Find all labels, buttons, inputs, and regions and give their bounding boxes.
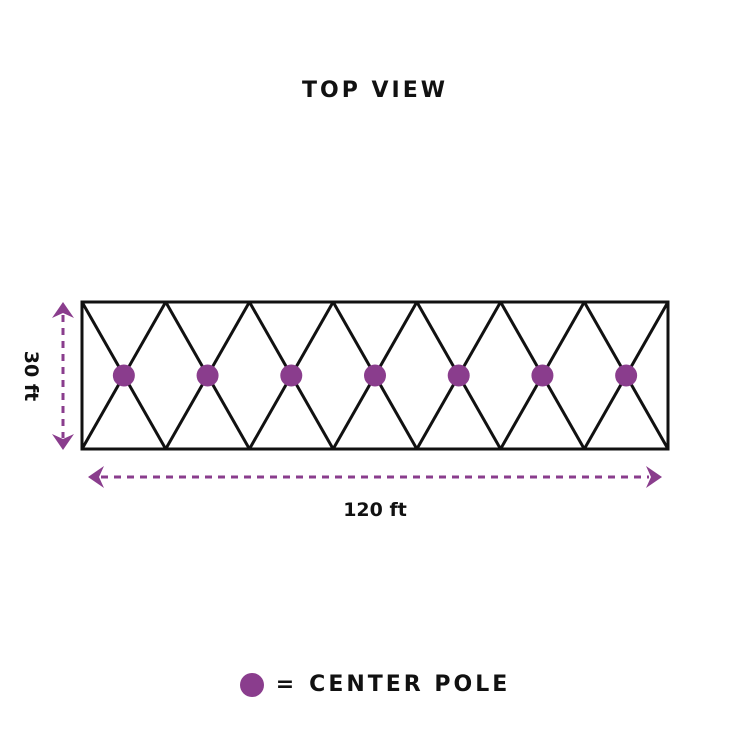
legend: = CENTER POLE	[0, 672, 750, 697]
legend-label: CENTER POLE	[309, 672, 511, 697]
center-poles	[112, 364, 638, 387]
length-arrow-left-icon	[88, 466, 104, 488]
legend-equals: =	[275, 672, 298, 697]
diagram-title: TOP VIEW	[302, 78, 448, 103]
center-pole	[280, 364, 303, 387]
length-dimension: 120 ft	[88, 466, 662, 521]
tent-outline	[80, 300, 670, 451]
center-pole	[364, 364, 386, 387]
center-pole	[531, 364, 554, 387]
width-arrow-top-icon	[52, 302, 74, 318]
length-dimension-label: 120 ft	[343, 499, 407, 521]
length-arrow-right-icon	[646, 466, 662, 488]
width-dimension: 30 ft	[20, 302, 74, 450]
center-pole	[447, 364, 470, 387]
width-arrow-bottom-icon	[52, 434, 74, 450]
center-pole	[615, 364, 638, 387]
width-dimension-label: 30 ft	[20, 351, 42, 401]
center-pole	[112, 364, 135, 387]
center-pole-legend-icon	[239, 672, 264, 697]
center-pole	[196, 364, 219, 387]
